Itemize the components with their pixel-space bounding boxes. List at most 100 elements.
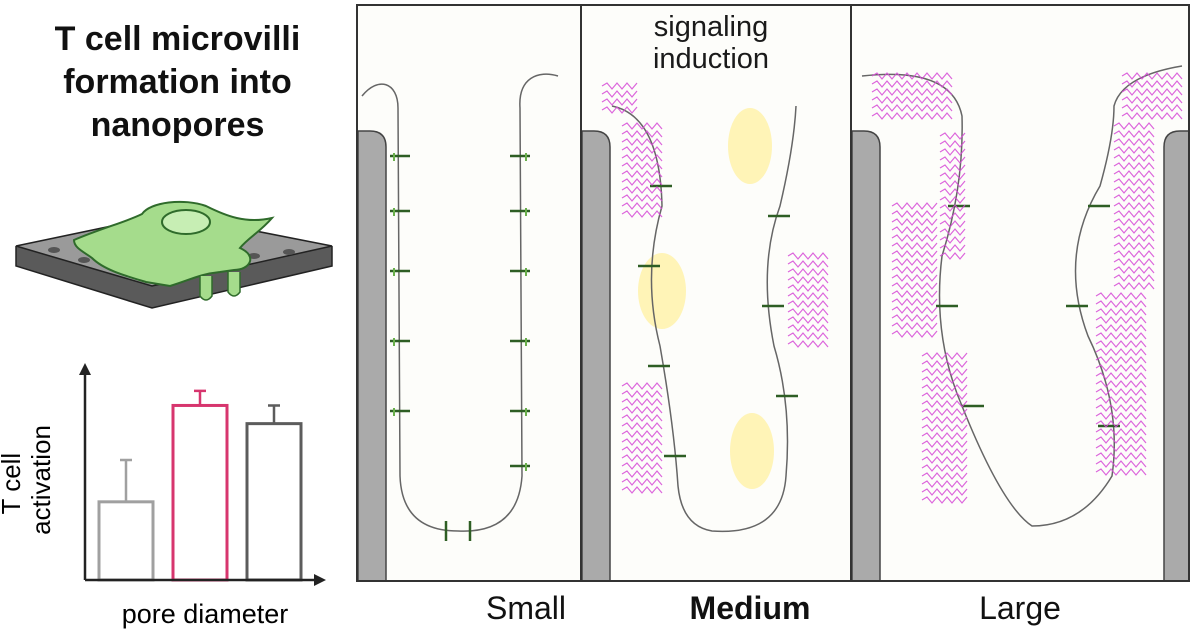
actin-filament: [621, 390, 663, 398]
x-axis-label: pore diameter: [122, 599, 289, 629]
actin-filament: [1095, 460, 1147, 468]
actin-filament: [1095, 428, 1147, 436]
actin-filament: [939, 156, 966, 164]
actin-filament: [1095, 316, 1147, 324]
actin-filament: [1095, 404, 1147, 412]
actin-filament: [871, 96, 953, 104]
bar-large: [245, 422, 303, 582]
actin-filament: [1113, 146, 1155, 154]
actin-filament: [939, 244, 966, 252]
actin-filament: [1113, 234, 1155, 242]
receptor-right: [510, 463, 530, 471]
pore-opening: [78, 257, 90, 263]
actin-filament: [1095, 436, 1147, 444]
title-line-3: nanopores: [90, 106, 265, 144]
actin-filament: [1113, 258, 1155, 266]
actin-filament: [1095, 292, 1147, 300]
receptor-left: [390, 153, 410, 161]
actin-filament: [939, 164, 966, 172]
actin-filament: [787, 316, 829, 324]
actin-filament: [939, 204, 966, 212]
actin-filament: [621, 462, 663, 470]
title-line-1: T cell microvilli: [54, 20, 301, 58]
receptor-left: [390, 338, 410, 346]
actin-filament: [1121, 80, 1183, 88]
actin-filament: [921, 392, 968, 400]
actin-filament: [921, 448, 968, 456]
receptor-left: [390, 408, 410, 416]
actin-filament: [891, 314, 938, 322]
actin-filament: [1095, 396, 1147, 404]
actin-filament: [621, 170, 663, 178]
actin-filament: [939, 148, 966, 156]
actin-filament: [939, 236, 966, 244]
actin-filament: [921, 360, 968, 368]
actin-filament: [921, 488, 968, 496]
actin-filament: [787, 308, 829, 316]
actin-filament: [787, 260, 829, 268]
annotation-line-1: signaling: [653, 11, 769, 43]
receptor-right: [510, 208, 530, 216]
actin-filament: [921, 416, 968, 424]
actin-filament: [621, 438, 663, 446]
actin-filament: [1095, 468, 1147, 476]
actin-filament: [1113, 250, 1155, 258]
panel-large-pore: [850, 4, 1190, 582]
actin-filament: [601, 98, 638, 106]
actin-filament: [601, 82, 638, 90]
actin-filament: [921, 424, 968, 432]
actin-filament: [871, 72, 953, 80]
actin-filament: [621, 406, 663, 414]
actin-filament: [787, 340, 829, 348]
actin-filament: [891, 290, 938, 298]
actin-filament: [939, 180, 966, 188]
actin-filament: [1095, 348, 1147, 356]
actin-filament: [1095, 372, 1147, 380]
actin-filament: [891, 282, 938, 290]
actin-filament: [621, 186, 663, 194]
actin-filament: [939, 172, 966, 180]
actin-filament: [871, 80, 953, 88]
actin-filament: [921, 384, 968, 392]
actin-filament: [939, 252, 966, 260]
y-axis-label: T cell activation: [0, 425, 56, 535]
actin-filament: [871, 112, 953, 120]
actin-filament: [621, 138, 663, 146]
actin-filament: [939, 132, 966, 140]
actin-filament: [621, 414, 663, 422]
receptor-right: [510, 268, 530, 276]
actin-filament: [1095, 308, 1147, 316]
actin-filament: [1113, 242, 1155, 250]
actin-filament: [939, 220, 966, 228]
actin-filament: [891, 218, 938, 226]
actin-filament: [1113, 186, 1155, 194]
bar-medium: [171, 403, 229, 582]
actin-filament: [1095, 412, 1147, 420]
receptor-left: [390, 268, 410, 276]
actin-filament: [1113, 218, 1155, 226]
actin-filament: [939, 196, 966, 204]
actin-filament: [1113, 226, 1155, 234]
actin-filament: [1095, 388, 1147, 396]
actin-filament: [921, 472, 968, 480]
membrane-outline: [361, 73, 559, 532]
error-bar-medium: [194, 389, 206, 406]
actin-filament: [1095, 380, 1147, 388]
panel-label-medium: Medium: [689, 590, 811, 626]
actin-filament: [891, 322, 938, 330]
panel-label-small: Small: [485, 590, 566, 626]
actin-filament: [891, 330, 938, 338]
microvillus: [199, 276, 213, 301]
actin-filament: [1095, 364, 1147, 372]
actin-filament: [787, 284, 829, 292]
signaling-glow: [728, 108, 772, 184]
actin-filament: [891, 202, 938, 210]
actin-filament: [939, 140, 966, 148]
actin-filament: [621, 146, 663, 154]
actin-filament: [621, 194, 663, 202]
actin-filament: [891, 250, 938, 258]
actin-filament: [871, 88, 953, 96]
actin-filament: [1121, 104, 1183, 112]
actin-filament: [1095, 324, 1147, 332]
bars: [97, 389, 303, 582]
